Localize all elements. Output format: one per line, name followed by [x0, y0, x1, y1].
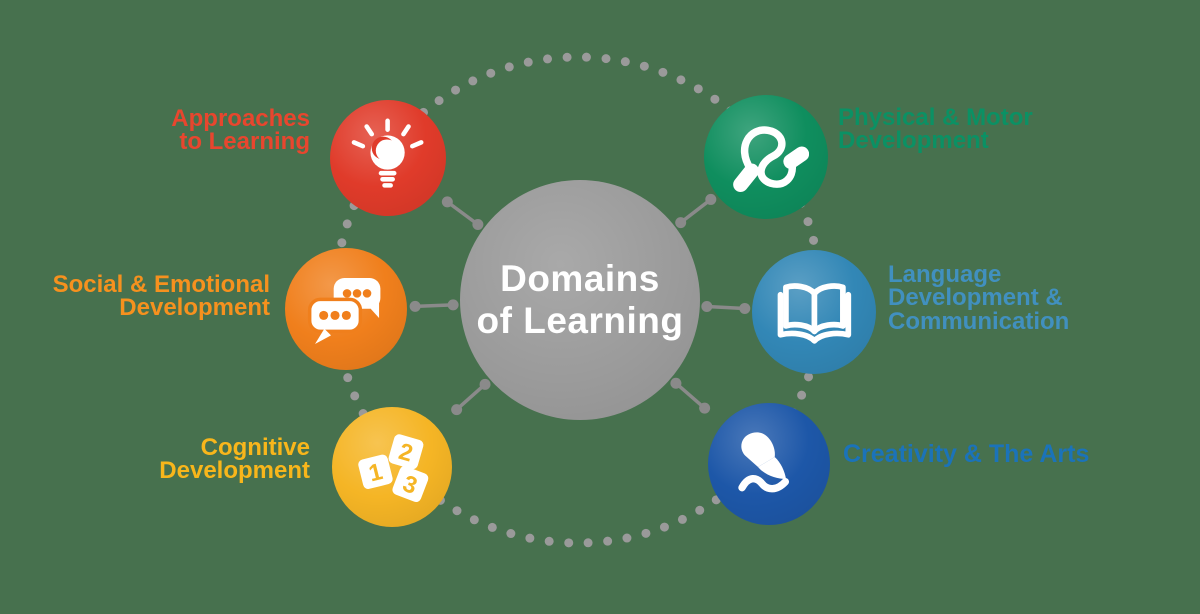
connector-dot: [451, 404, 463, 416]
label-line: Development: [838, 127, 989, 155]
label-line: Social & Emotional: [52, 271, 270, 298]
domain-circle-social-emotional-development: [285, 248, 407, 370]
label-line: Physical & Motor: [838, 104, 1033, 131]
label-physical-motor-development: Physical & Motor Development: [838, 104, 1128, 155]
number-blocks-icon: 1 2 3: [358, 434, 429, 503]
label-cognitive-development: Cognitive Development: [60, 434, 310, 485]
connector-dot: [739, 302, 751, 314]
connector-line: [446, 200, 479, 226]
domain-circle-physical-motor-development: [704, 95, 828, 219]
title-line-2: of Learning: [476, 300, 684, 341]
label-line: Language: [888, 261, 1002, 288]
domain-circle-approaches-to-learning: [330, 100, 446, 216]
svg-text:1: 1: [366, 459, 385, 487]
connector-dot: [701, 301, 713, 313]
label-line: Development &: [888, 284, 1063, 312]
label-line: Development: [119, 294, 270, 322]
lightbulb-icon: [352, 118, 424, 189]
label-line: Communication: [888, 307, 1070, 335]
label-approaches-to-learning: Approaches to Learning: [60, 105, 310, 156]
connector-line: [679, 198, 712, 224]
domain-circle-cognitive-development: 1 2 3: [332, 407, 452, 527]
connector-dot: [705, 193, 717, 205]
speech-bubbles-icon: [308, 278, 381, 345]
connector-dot: [699, 402, 711, 414]
label-line: Creativity & The Arts: [843, 440, 1090, 468]
connector-line: [706, 304, 745, 311]
connector-dot: [472, 218, 484, 230]
label-line: to Learning: [179, 128, 310, 156]
paintbrush-icon: [738, 432, 790, 493]
connector-line: [455, 383, 487, 411]
connector-dot: [479, 378, 491, 390]
label-social-emotional-development: Social & Emotional Development: [20, 271, 270, 322]
label-creativity-the-arts: Creativity & The Arts: [843, 440, 1183, 468]
label-language-development-communication: Language Development & Communication: [888, 261, 1148, 335]
connector-dot: [447, 299, 459, 311]
jump-rope-icon: [732, 126, 809, 192]
open-book-icon: [777, 282, 851, 344]
connector-line: [415, 303, 454, 309]
center-circle-domains-of-learning: Domains of Learning: [460, 180, 700, 420]
connector-dot: [675, 217, 687, 229]
connector-dot: [441, 196, 453, 208]
label-line: Development: [159, 457, 310, 485]
connector-dot: [409, 300, 421, 312]
title-line-1: Domains: [500, 258, 660, 300]
domain-circle-creativity-the-arts: [708, 403, 830, 525]
domain-circle-language-development-communication: [752, 250, 876, 374]
connector-line: [674, 381, 706, 410]
label-line: Cognitive: [200, 434, 310, 461]
label-line: Approaches: [171, 105, 310, 132]
connector-dot: [670, 377, 682, 389]
